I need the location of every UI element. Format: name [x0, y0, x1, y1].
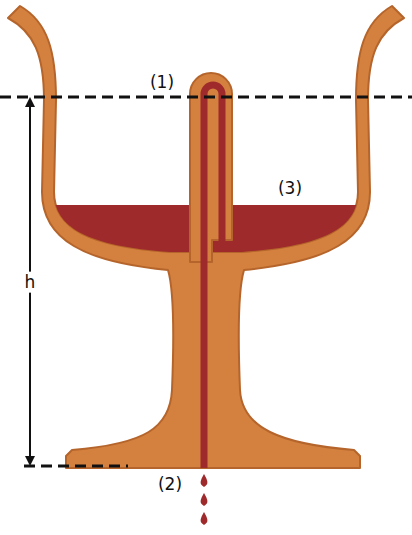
callout-number: (1) [150, 73, 174, 92]
callout-number: (3) [278, 179, 302, 198]
callout-number: (2) [158, 475, 182, 494]
dimension-label: h [22, 272, 39, 293]
